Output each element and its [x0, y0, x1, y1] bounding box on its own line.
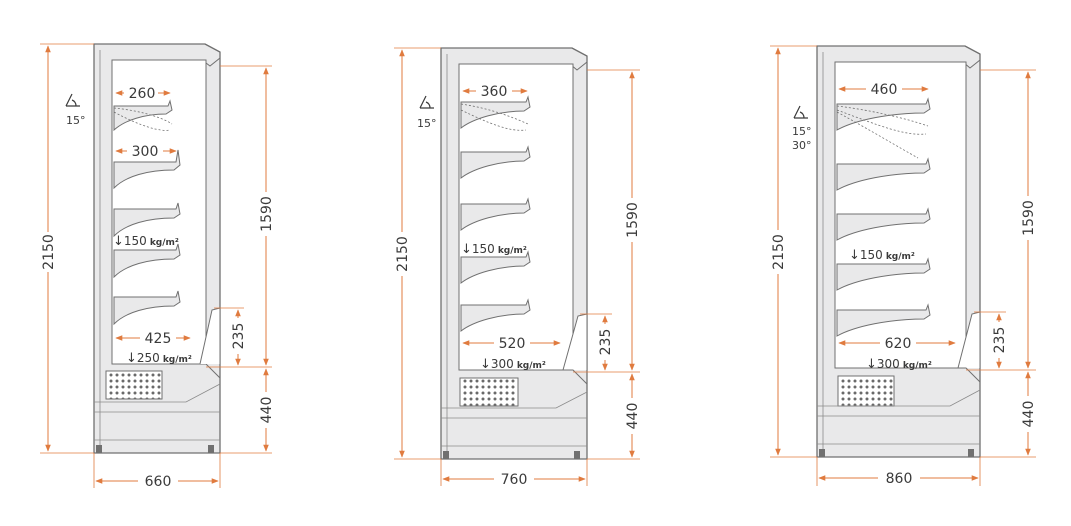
dim-base-depth: 520: [499, 336, 526, 352]
shelf-3: [113, 202, 181, 238]
dim-height: 2150: [771, 234, 787, 270]
shelf-2: [836, 157, 931, 191]
shelf-3: [836, 207, 931, 241]
front-glass: [562, 313, 588, 371]
shelf-4: [836, 257, 931, 291]
dim-base-depth: 620: [885, 336, 912, 352]
dim-width: 860: [886, 471, 913, 487]
angle-1: 15°: [417, 117, 437, 130]
angle-icon: [65, 93, 80, 107]
shelf-5: [460, 298, 531, 333]
dim-step-height: 235: [231, 323, 247, 350]
dim-display-height: 1590: [625, 202, 641, 238]
dim-height: 2150: [41, 234, 57, 270]
dim-lower-height: 440: [1021, 401, 1037, 428]
angle-1: 15°: [792, 125, 812, 138]
air-grille: [459, 377, 519, 407]
dim-display-height: 1590: [259, 196, 275, 232]
front-glass: [199, 307, 221, 365]
shelf-4: [113, 243, 181, 279]
shelf-1-tilt: [836, 105, 929, 159]
shelf-4: [460, 250, 531, 285]
dim-step-height: 235: [992, 327, 1008, 354]
shelf-1: [113, 99, 173, 132]
shelf-2: [460, 145, 531, 180]
shelf-1-tilt: [113, 107, 173, 131]
angle-icon: [793, 105, 808, 119]
dim-shelf-top: 360: [481, 84, 508, 100]
air-grille: [105, 370, 163, 400]
dim-shelf-top: 260: [129, 86, 156, 102]
shelf-5: [113, 290, 181, 326]
shelf-1: [460, 95, 531, 130]
dim-width: 660: [145, 474, 172, 490]
dim-lower-height: 440: [259, 397, 275, 424]
dim-shelf-second: 300: [132, 144, 159, 160]
angle-icon: [419, 95, 434, 109]
dim-width: 760: [501, 472, 528, 488]
shelf-1-tilt: [460, 103, 529, 131]
shelf-3: [460, 197, 531, 232]
dim-base-depth: 425: [145, 331, 172, 347]
dim-height: 2150: [395, 236, 411, 272]
dim-step-height: 235: [598, 329, 614, 356]
angle-2: 30°: [792, 139, 812, 152]
dim-shelf-top: 460: [871, 82, 898, 98]
dim-display-height: 1590: [1021, 200, 1037, 236]
shelf-2: [113, 149, 181, 190]
shelf-5: [836, 303, 931, 337]
angle-1: 15°: [66, 114, 86, 127]
front-glass: [957, 311, 981, 369]
air-grille: [837, 375, 895, 407]
dim-lower-height: 440: [625, 403, 641, 430]
